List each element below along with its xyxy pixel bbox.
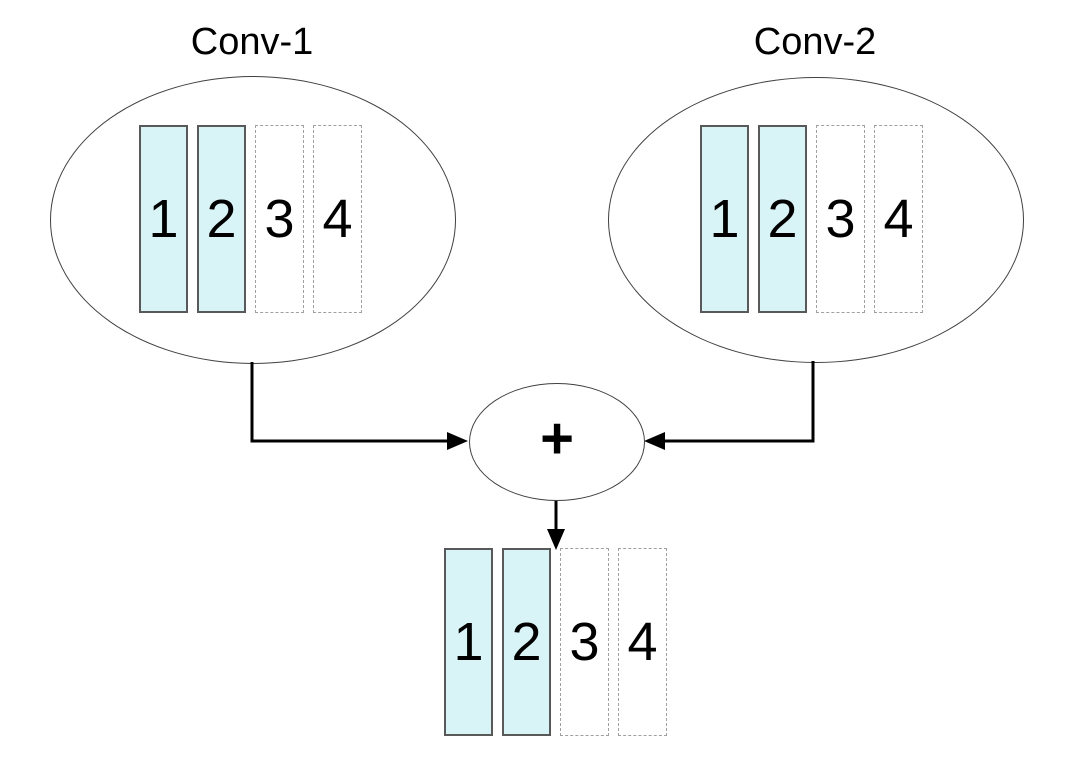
conv2-filter-bar-4: 4	[874, 125, 923, 313]
filter-bar-label: 1	[148, 189, 179, 249]
filter-bar-label: 2	[767, 189, 798, 249]
filter-bar-label: 2	[206, 189, 237, 249]
conv1-title: Conv-1	[190, 21, 314, 63]
filter-bar-label: 2	[511, 612, 542, 672]
plus-icon: +	[540, 406, 574, 471]
output-filter-group: 1 2 3 4	[444, 548, 667, 736]
conv1-filter-bar-2: 2	[197, 125, 246, 313]
filter-bar-label: 4	[883, 189, 914, 249]
conv2-title: Conv-2	[753, 21, 877, 63]
output-filter-bar-2: 2	[502, 548, 551, 736]
add-operator-ellipse: +	[469, 383, 645, 501]
conv1-filter-bar-1: 1	[139, 125, 188, 313]
output-filter-bar-3: 3	[560, 548, 609, 736]
filter-bar-label: 3	[825, 189, 856, 249]
conv2-filter-bar-3: 3	[816, 125, 865, 313]
conv1-filter-group: 1 2 3 4	[139, 125, 362, 313]
filter-bar-label: 3	[569, 612, 600, 672]
connector-conv1-to-add	[250, 362, 449, 443]
conv2-filter-group: 1 2 3 4	[700, 125, 923, 313]
output-filter-bar-1: 1	[444, 548, 493, 736]
conv2-filter-bar-2: 2	[758, 125, 807, 313]
filter-bar-label: 1	[709, 189, 740, 249]
conv1-ellipse	[50, 76, 456, 364]
filter-bar-label: 3	[264, 189, 295, 249]
output-filter-bar-4: 4	[618, 548, 667, 736]
arrowhead-conv1-to-add	[447, 432, 468, 450]
arrowhead-conv2-to-add	[644, 432, 665, 450]
filter-bar-label: 4	[322, 189, 353, 249]
connector-conv2-to-add	[663, 361, 815, 443]
conv2-filter-bar-1: 1	[700, 125, 749, 313]
arrowhead-add-to-output	[547, 529, 565, 550]
filter-bar-label: 1	[453, 612, 484, 672]
filter-bar-label: 4	[627, 612, 658, 672]
conv1-filter-bar-4: 4	[313, 125, 362, 313]
conv1-filter-bar-3: 3	[255, 125, 304, 313]
